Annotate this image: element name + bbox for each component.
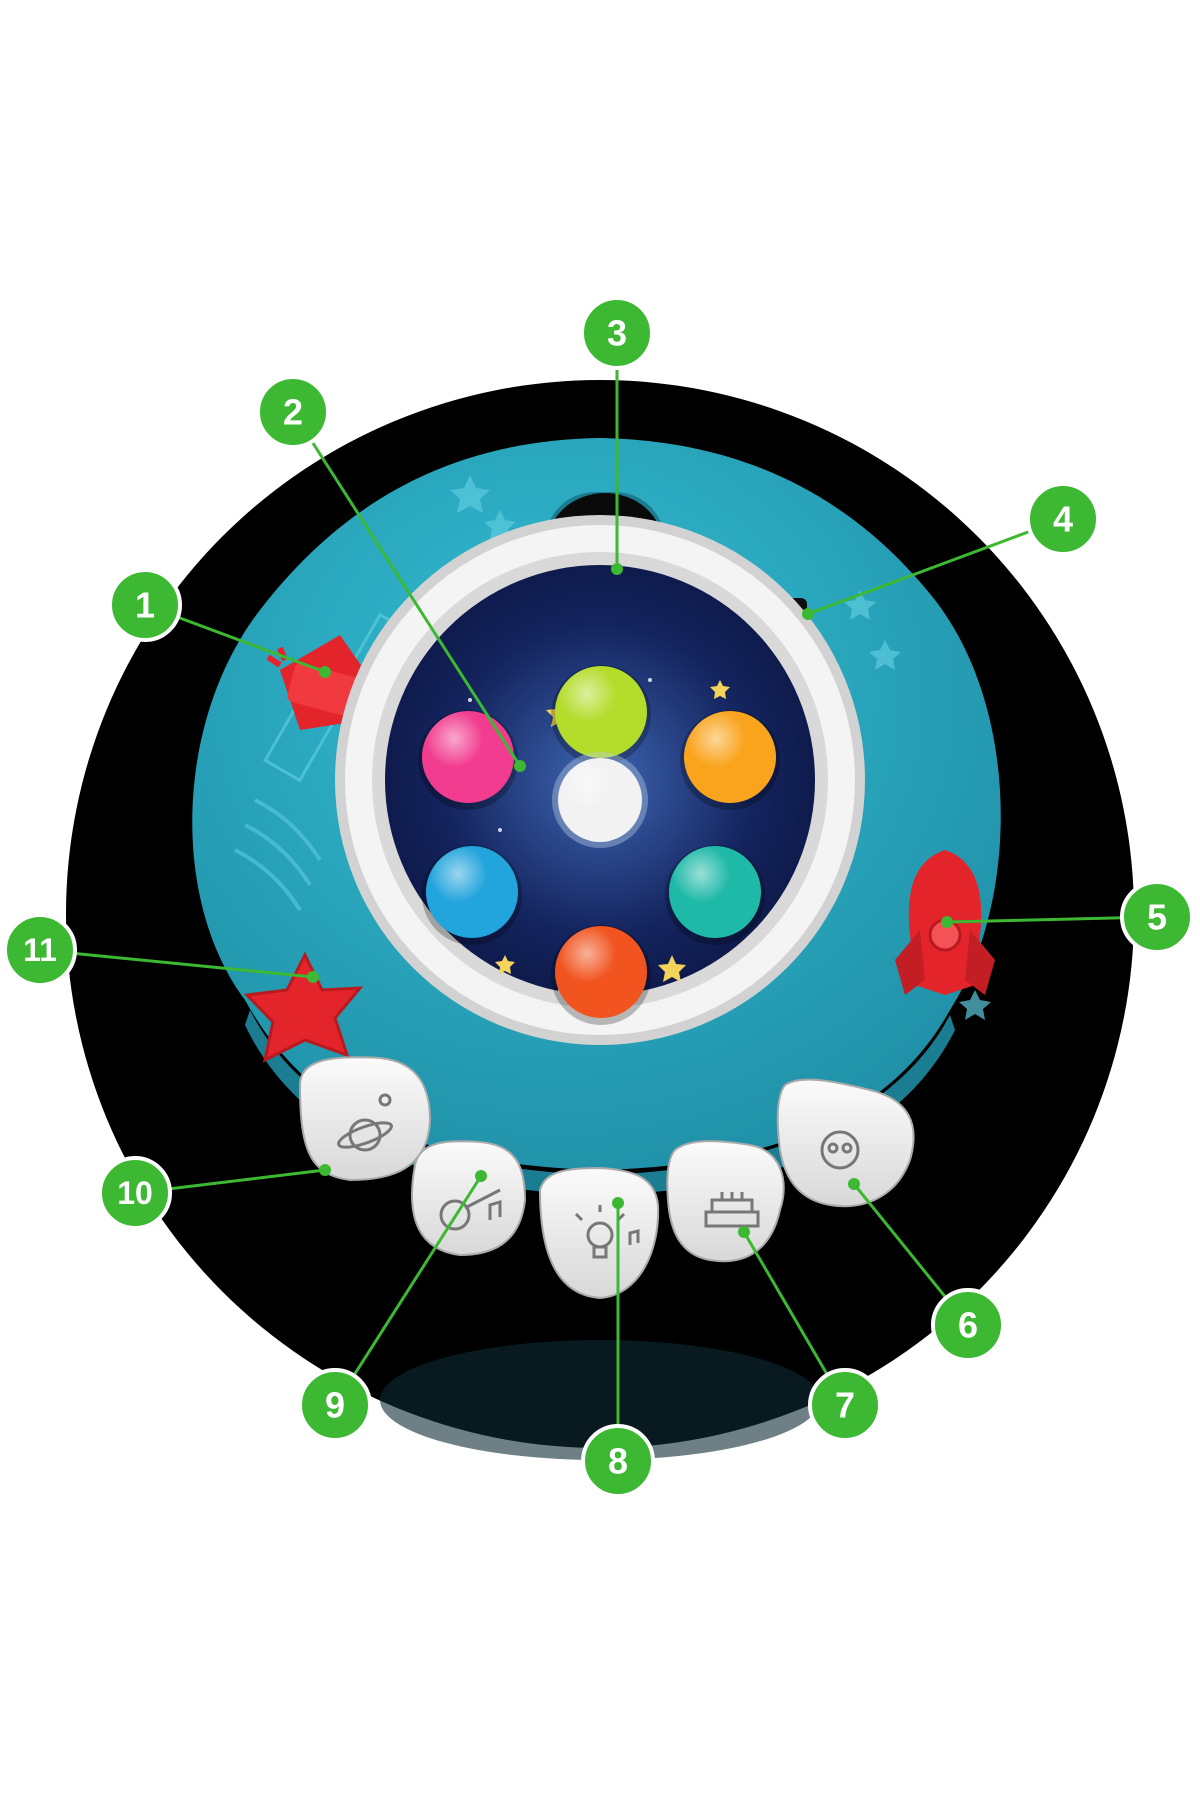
- bubble-group: [418, 665, 780, 1025]
- embossed-stars: [450, 475, 991, 1020]
- floor-reflection: [380, 1340, 820, 1460]
- callout-6-label: 6: [958, 1305, 978, 1346]
- callout-7-label: 7: [835, 1385, 855, 1426]
- callout-4-label: 4: [1053, 499, 1073, 540]
- callout-11: 11: [3, 913, 77, 987]
- callout-end-dots: [307, 563, 953, 1238]
- pop-bubble[interactable]: [551, 925, 651, 1025]
- callout-10: 10: [98, 1156, 172, 1230]
- rocket-button[interactable]: [895, 850, 995, 995]
- callout-5: 5: [1120, 880, 1194, 954]
- callout-7: 7: [808, 1368, 882, 1442]
- astronaut-sound-button[interactable]: [776, 1078, 915, 1208]
- light-music-button[interactable]: [538, 1166, 660, 1300]
- callout-8-label: 8: [608, 1441, 628, 1482]
- pop-bubble[interactable]: [680, 710, 780, 810]
- planet-sound-button[interactable]: [298, 1056, 432, 1182]
- callout-1: 1: [108, 568, 182, 642]
- planet-icon: [337, 1093, 393, 1152]
- callout-8: 8: [581, 1424, 655, 1498]
- star-button[interactable]: [243, 951, 364, 1063]
- callout-4: 4: [1026, 482, 1100, 556]
- pop-bubble[interactable]: [551, 665, 651, 765]
- center-bubble[interactable]: [552, 752, 648, 848]
- callout-9-label: 9: [325, 1385, 345, 1426]
- guitar-icon: [439, 1188, 502, 1231]
- callout-11-label: 11: [23, 932, 57, 968]
- astronaut-icon: [820, 1130, 860, 1170]
- pop-bubble[interactable]: [665, 845, 765, 945]
- cake-icon: [704, 1192, 760, 1228]
- callout-9: 9: [298, 1368, 372, 1442]
- embossed-comet-trail: [234, 798, 322, 912]
- callout-10-label: 10: [117, 1175, 153, 1211]
- birthday-cake-button[interactable]: [666, 1140, 785, 1263]
- pop-bubble[interactable]: [422, 845, 522, 945]
- pop-bubble[interactable]: [418, 710, 518, 810]
- callout-3: 3: [580, 296, 654, 370]
- callout-2: 2: [256, 375, 330, 449]
- callout-5-label: 5: [1147, 897, 1167, 938]
- callout-3-label: 3: [607, 313, 627, 354]
- callout-1-label: 1: [135, 585, 155, 626]
- callout-2-label: 2: [283, 392, 303, 433]
- callout-6: 6: [931, 1288, 1005, 1362]
